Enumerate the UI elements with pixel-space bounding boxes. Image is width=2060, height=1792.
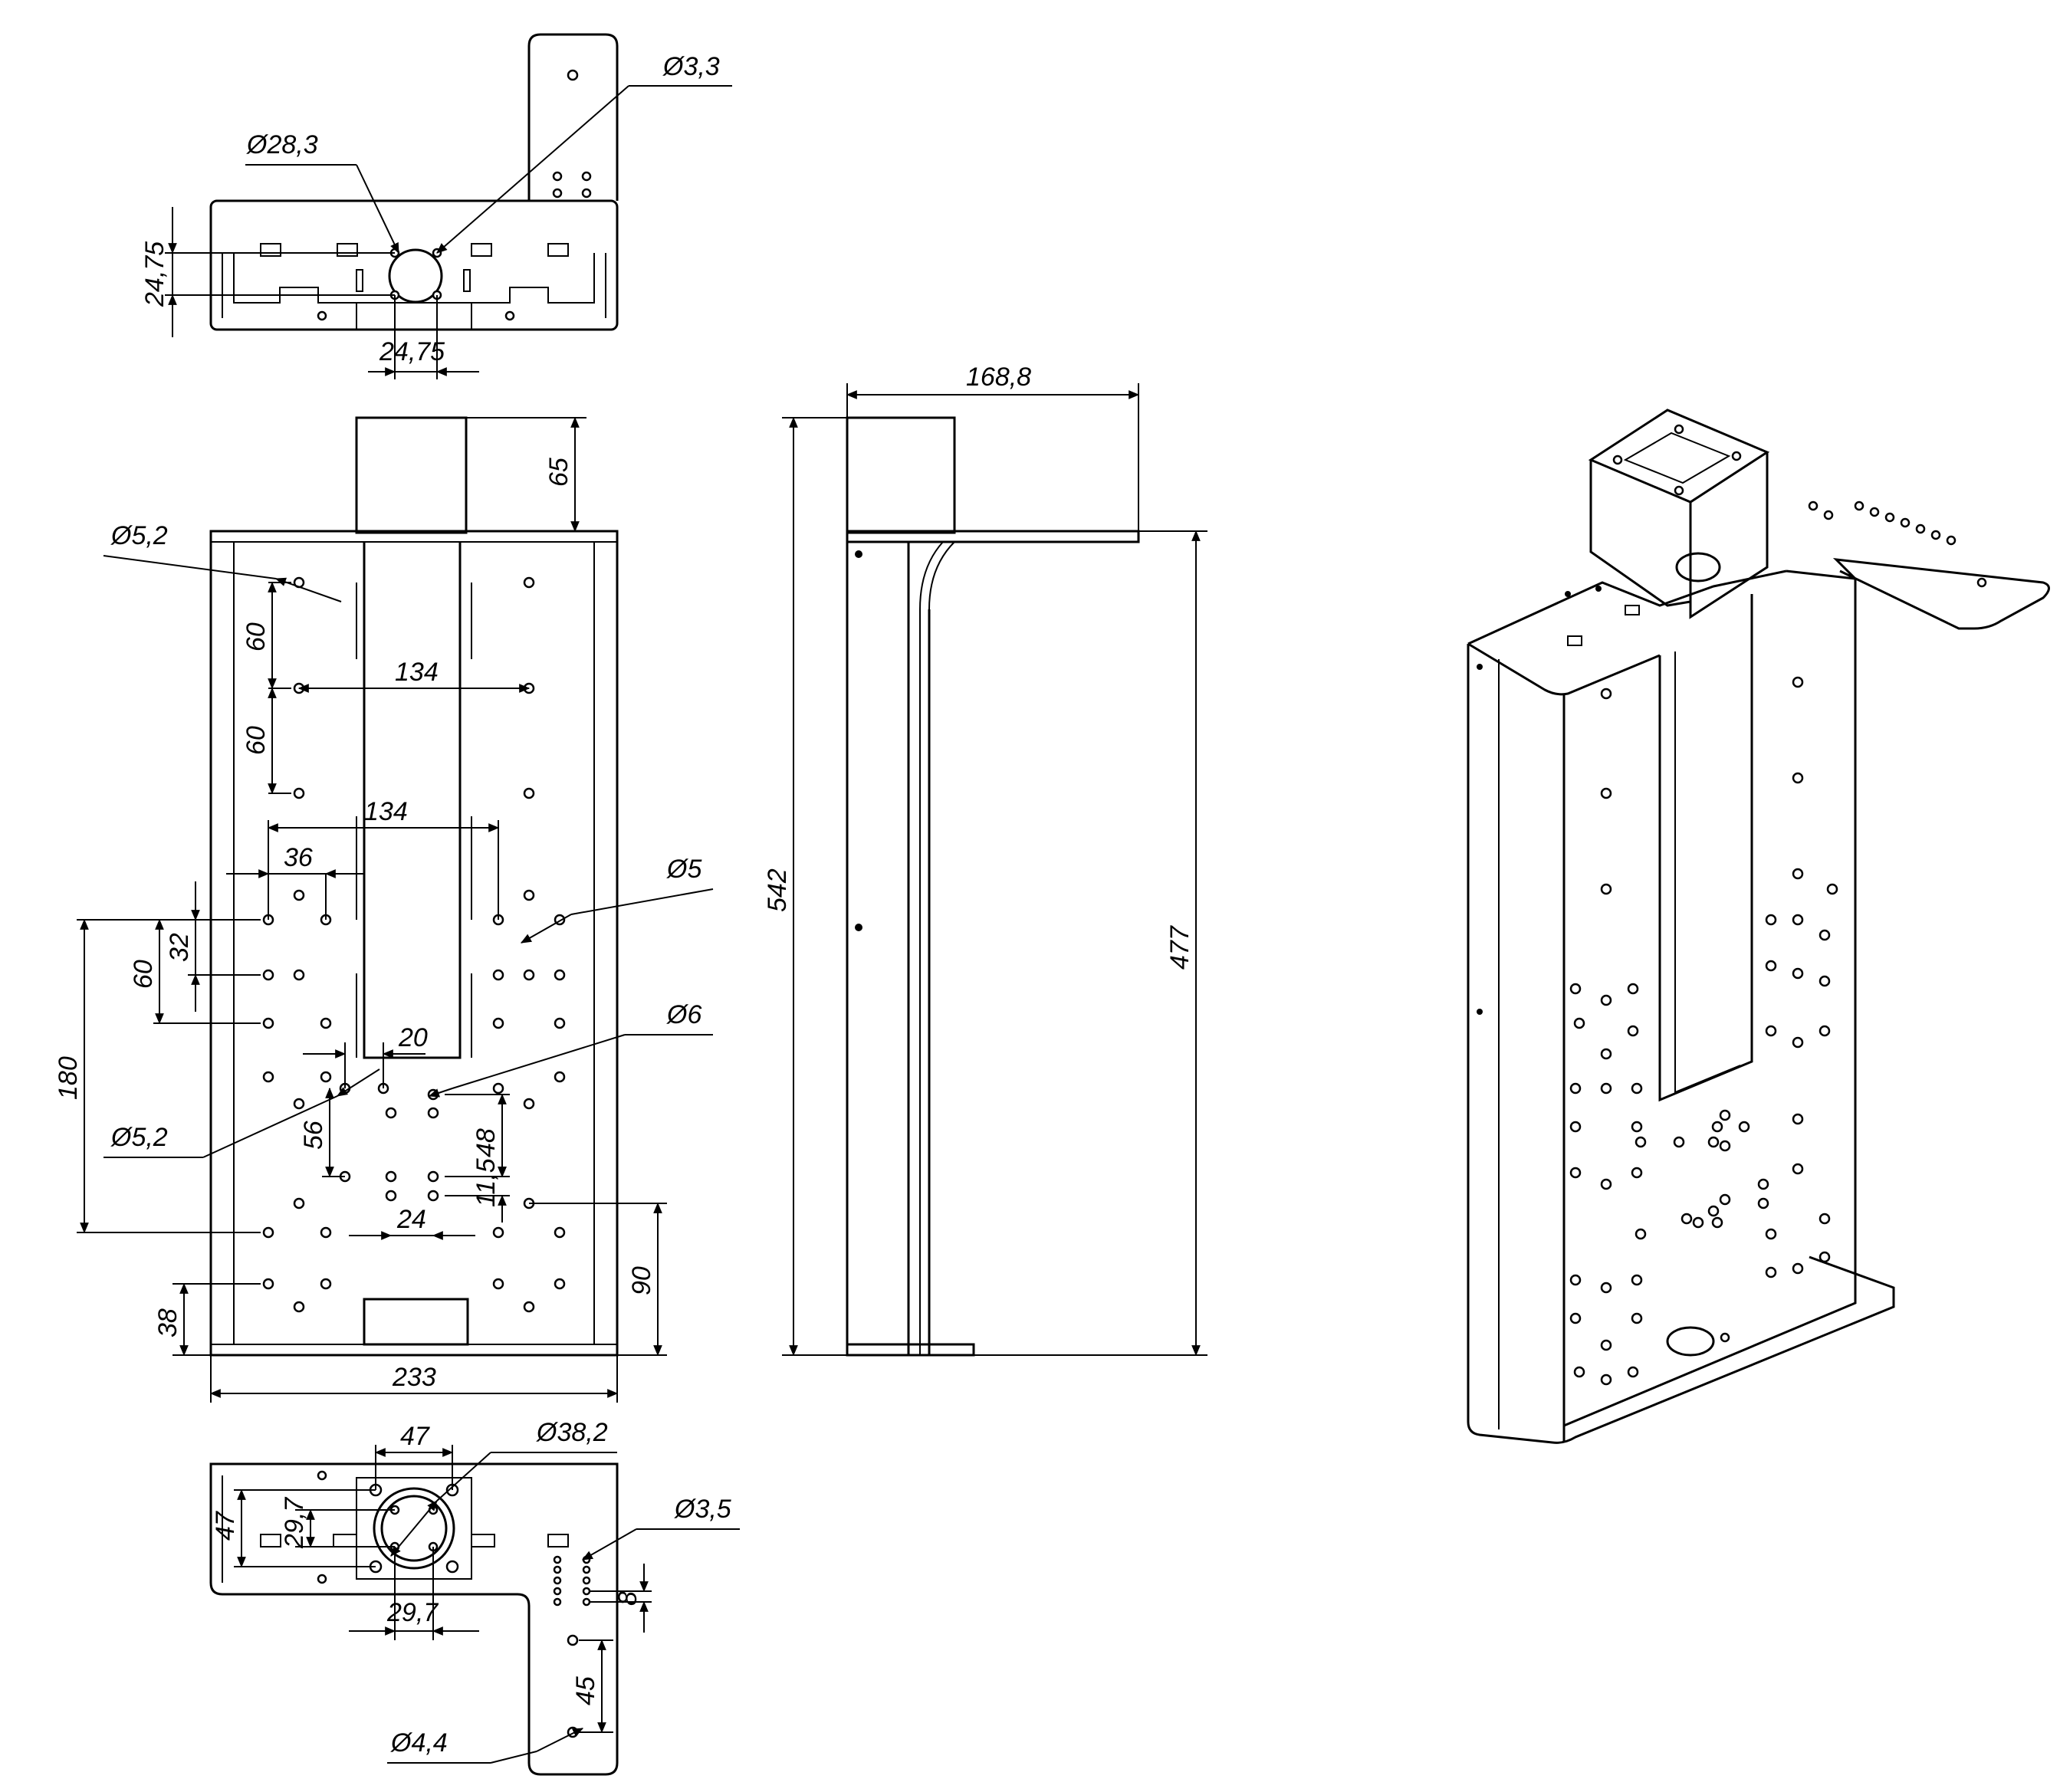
dim-32: 32 xyxy=(165,933,194,962)
dim-diameter-28-3: Ø28,3 xyxy=(246,130,318,159)
dim-24: 24 xyxy=(396,1205,426,1234)
dim-56: 56 xyxy=(299,1121,328,1150)
dim-29-7-horizontal: 29,7 xyxy=(386,1598,439,1627)
dim-diameter-6: Ø6 xyxy=(666,1000,701,1029)
top-view: Ø3,3 Ø28,3 24,75 24,75 xyxy=(140,33,732,379)
dim-233: 233 xyxy=(392,1363,436,1392)
dim-36: 36 xyxy=(284,843,313,872)
dim-134-a: 134 xyxy=(395,658,439,687)
dim-diameter-4-4: Ø4,4 xyxy=(390,1728,448,1758)
dim-542: 542 xyxy=(763,868,792,912)
dim-horizontal-24-75: 24,75 xyxy=(379,337,445,366)
dim-8: 8 xyxy=(613,1591,642,1606)
isometric-view xyxy=(1467,409,2050,1444)
front-view: 65 Ø5,2 60 60 134 134 36 Ø5 xyxy=(54,416,714,1403)
dim-477: 477 xyxy=(1165,925,1194,970)
dim-diameter-5-2-mid: Ø5,2 xyxy=(110,1123,168,1152)
dim-90: 90 xyxy=(627,1266,656,1295)
bottom-view: 47 Ø38,2 47 29,7 29,7 Ø3,5 8 xyxy=(209,1418,740,1776)
isometric-holes xyxy=(1569,676,1838,1386)
dim-45: 45 xyxy=(571,1676,600,1705)
dim-47-horizontal: 47 xyxy=(400,1422,430,1451)
dim-168-8: 168,8 xyxy=(966,363,1031,392)
dim-38: 38 xyxy=(153,1308,182,1337)
dim-60-c: 60 xyxy=(129,960,158,989)
dim-47-vertical: 47 xyxy=(211,1511,240,1541)
dim-diameter-3-5: Ø3,5 xyxy=(674,1495,731,1524)
dim-diameter-5-2-top: Ø5,2 xyxy=(110,521,168,550)
dim-20: 20 xyxy=(398,1023,428,1052)
dim-65: 65 xyxy=(544,458,573,487)
dim-diameter-5: Ø5 xyxy=(666,855,701,884)
dim-60-a: 60 xyxy=(241,622,271,651)
front-holes xyxy=(262,576,566,1313)
dim-60-b: 60 xyxy=(241,726,271,755)
dim-vertical-24-75: 24,75 xyxy=(140,241,169,307)
dim-diameter-3-3: Ø3,3 xyxy=(662,52,720,81)
side-view: 168,8 542 477 xyxy=(763,363,1207,1357)
dim-11-5: 11,5 xyxy=(471,1158,501,1207)
dim-180: 180 xyxy=(54,1056,83,1100)
dim-48: 48 xyxy=(471,1128,501,1157)
dim-29-7-vertical: 29,7 xyxy=(280,1497,309,1549)
dim-134-b: 134 xyxy=(364,797,408,826)
dim-diameter-38-2: Ø38,2 xyxy=(536,1418,608,1447)
